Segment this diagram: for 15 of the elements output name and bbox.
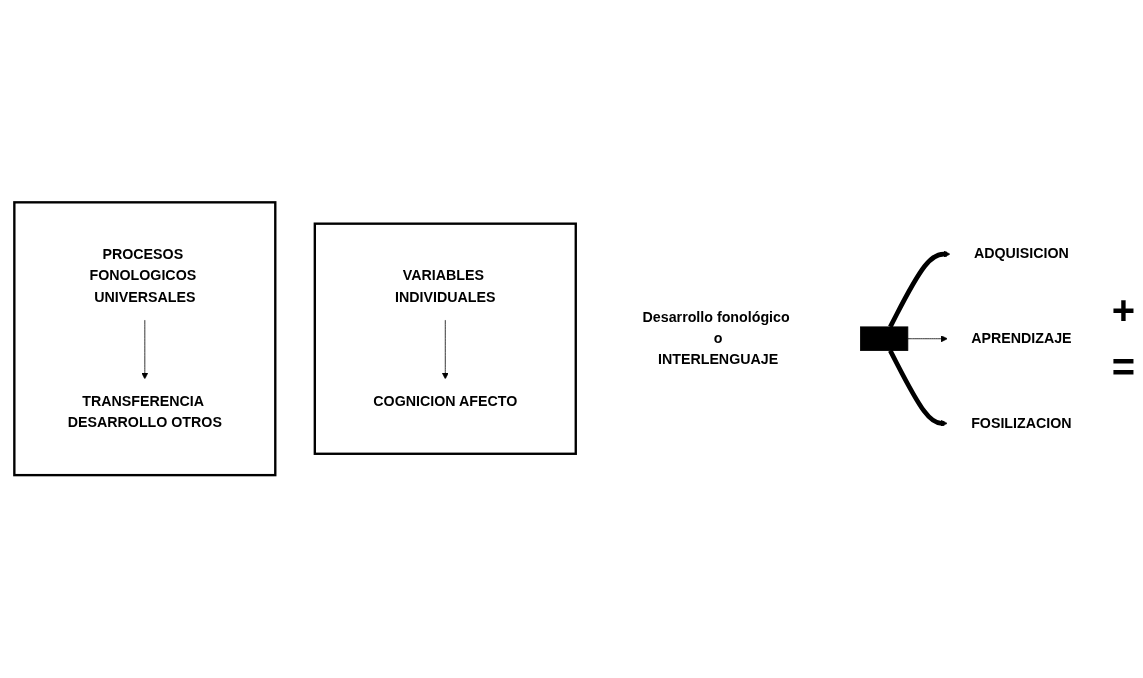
node-text: Desarrollo fonológico o INTERLENGUAJE [642, 309, 790, 368]
node-text: FOSILIZACION [971, 415, 1072, 432]
operator-sign: = [1111, 345, 1135, 390]
node-text: APRENDIZAJE [971, 330, 1072, 347]
node-text: TRANSFERENCIA DESARROLLO OTROS [67, 393, 222, 431]
operator-sign: + [1111, 288, 1135, 333]
cluster [13, 201, 277, 477]
arrow [888, 250, 951, 329]
node-text: ADQUISICION [973, 246, 1069, 262]
cluster [313, 222, 577, 456]
node-text: PROCESOS FONOLOGICOS UNIVERSALES [89, 246, 197, 305]
node-box [860, 326, 909, 352]
node-text: VARIABLES INDIVIDUALES [395, 267, 496, 305]
node-text: COGNICION AFECTO [373, 393, 518, 410]
arrow [888, 349, 948, 428]
